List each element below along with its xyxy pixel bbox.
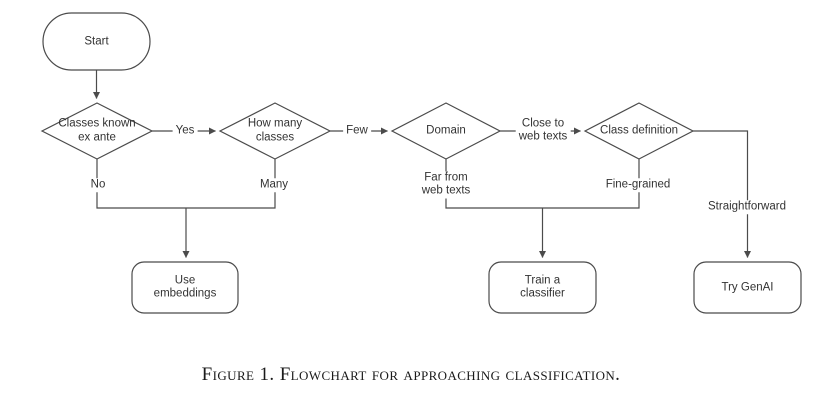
edge-label-close-to-web-texts: Close to web texts bbox=[515, 117, 571, 144]
class-definition-diamond bbox=[583, 102, 695, 160]
edge-no-many-merge bbox=[96, 159, 276, 209]
use-embeddings-label: Use embeddings bbox=[154, 274, 217, 301]
classes-known-diamond bbox=[40, 102, 154, 160]
close-to-line1: Close to bbox=[521, 117, 565, 129]
try-genai-label: Try GenAI bbox=[721, 280, 774, 293]
start-shape bbox=[42, 12, 151, 71]
train-classifier-label: Train a classifier bbox=[520, 274, 565, 301]
edge-label-few: Few bbox=[343, 124, 371, 138]
how-many-line1: How many bbox=[247, 117, 303, 130]
class-definition-label: Class definition bbox=[600, 124, 678, 137]
use-embeddings-line1: Use bbox=[174, 274, 196, 286]
how-many-classes-label: How many classes bbox=[248, 118, 302, 145]
figure-caption: Figure 1. Flowchart for approaching clas… bbox=[201, 364, 621, 385]
how-many-line2: classes bbox=[255, 131, 295, 143]
edge-label-yes: Yes bbox=[172, 124, 198, 138]
edge-straightforward-to-genai bbox=[693, 130, 751, 258]
close-to-line2: web texts bbox=[518, 130, 568, 143]
domain-diamond bbox=[390, 102, 502, 160]
try-genai-shape bbox=[693, 261, 802, 314]
train-classifier-line1: Train a bbox=[524, 274, 561, 286]
far-from-line2: web texts bbox=[421, 184, 471, 197]
train-classifier-line2: classifier bbox=[520, 287, 565, 300]
domain-label: Domain bbox=[426, 124, 466, 137]
edge-label-far-from-web-texts: Far from web texts bbox=[418, 171, 474, 198]
edge-label-straightforward: Straightforward bbox=[705, 200, 789, 214]
edge-label-many: Many bbox=[256, 178, 292, 192]
train-classifier-shape bbox=[488, 261, 597, 314]
classes-known-label: Classes known ex ante bbox=[58, 118, 135, 145]
classes-known-line1: Classes known bbox=[58, 117, 136, 130]
classes-known-line2: ex ante bbox=[78, 131, 116, 143]
use-embeddings-shape bbox=[131, 261, 239, 314]
edge-label-no: No bbox=[87, 178, 109, 192]
how-many-classes-diamond bbox=[218, 102, 332, 160]
use-embeddings-line2: embeddings bbox=[153, 287, 217, 300]
edge-label-fine-grained: Fine-grained bbox=[602, 178, 674, 192]
far-from-line1: Far from bbox=[424, 171, 468, 183]
start-node-label: Start bbox=[84, 34, 109, 47]
